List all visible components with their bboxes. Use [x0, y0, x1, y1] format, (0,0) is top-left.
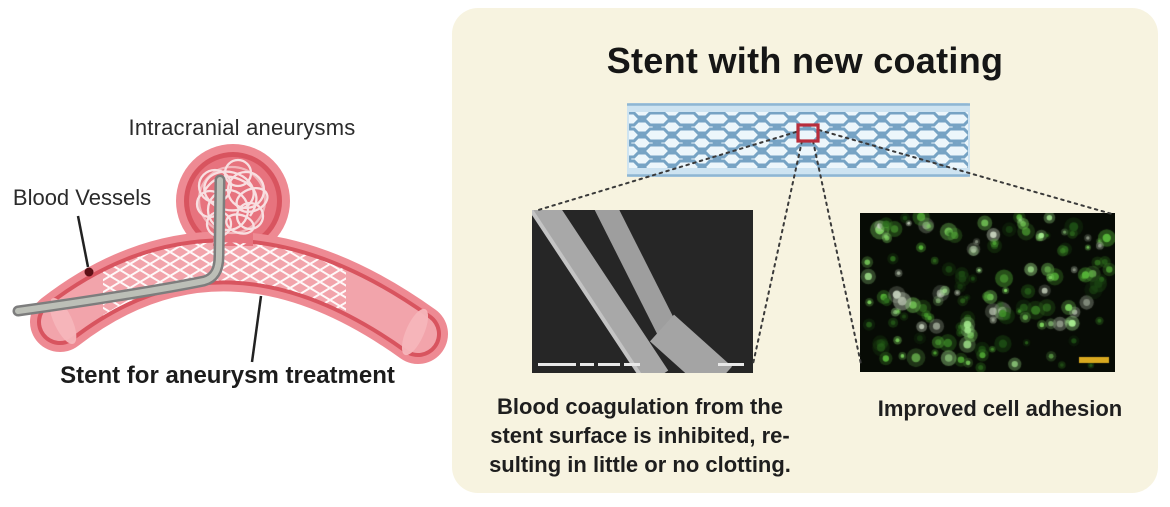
aneurysm-illustration: Intracranial aneurysms Blood Vessels Ste… — [0, 0, 450, 507]
sem-struts — [529, 196, 753, 394]
aneurysm-vessel-drawing — [12, 144, 448, 364]
vessel-stent-mesh — [103, 242, 346, 316]
catheter-wire — [12, 174, 226, 317]
label-stent-treatment: Stent for aneurysm treatment — [60, 362, 395, 389]
sem-scale-bar — [718, 363, 744, 366]
pointer-lines — [76, 215, 263, 363]
fluorescence-cells — [860, 213, 1115, 372]
sem-micrograph — [529, 196, 753, 394]
panel-title: Stent with new coating — [606, 40, 1004, 81]
fluorescence-caption: Improved cell adhesion — [877, 396, 1123, 421]
stent-coating-panel: Stent with new coating — [452, 8, 1158, 493]
coated-stent-graphic — [627, 103, 970, 177]
sem-caption: Blood coagulation from the stent surface… — [489, 394, 791, 477]
sem-metadata-marks — [538, 363, 744, 366]
fluorescence-micrograph — [860, 213, 1115, 372]
vessel-end-cap — [401, 308, 429, 356]
label-intracranial-aneurysms: Intracranial aneurysms — [128, 115, 356, 140]
embolic-coils — [195, 158, 269, 238]
label-blood-vessels: Blood Vessels — [12, 185, 152, 210]
